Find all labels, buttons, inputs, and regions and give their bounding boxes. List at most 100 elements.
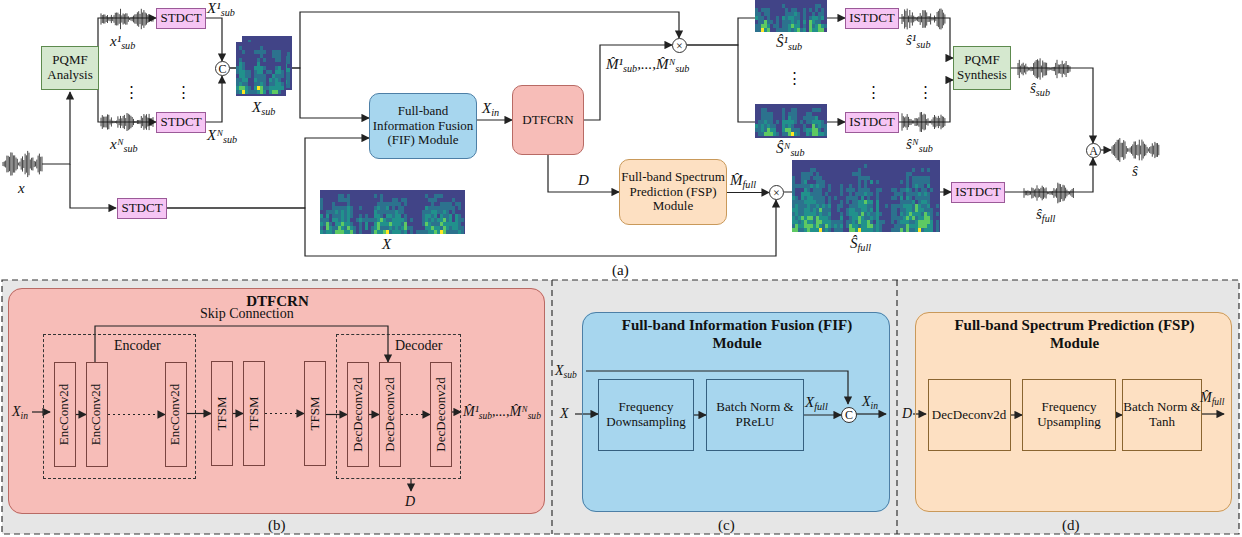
spectrogram-cell xyxy=(794,20,797,24)
spectrogram-cell xyxy=(332,230,335,234)
spectrogram-cell xyxy=(801,204,804,208)
spectrogram-cell xyxy=(867,196,870,200)
caption-label: (a) xyxy=(612,262,629,278)
spectrogram-cell xyxy=(912,168,915,172)
spectrogram-cell xyxy=(791,8,794,12)
spectrogram-cell xyxy=(797,24,800,28)
node-label: × xyxy=(676,40,683,52)
spectrogram-cell xyxy=(785,20,788,24)
edge-label: M̂¹sub,...,M̂ᴺsub xyxy=(606,56,689,72)
spectrogram-cell xyxy=(819,200,822,204)
spectrogram-cell xyxy=(864,228,867,232)
spectrogram-cell xyxy=(795,204,798,208)
spectrogram-cell xyxy=(407,226,410,230)
connector xyxy=(369,414,379,415)
spectrogram-cell xyxy=(791,24,794,28)
spectrogram-cell xyxy=(434,214,437,218)
spectrogram-cell xyxy=(272,82,275,86)
spectrogram-cell xyxy=(822,220,825,224)
spectrogram-cell xyxy=(900,216,903,220)
spectrogram-cell xyxy=(797,132,800,136)
spectrogram-cell xyxy=(870,180,873,184)
process-box: PQMF Analysis xyxy=(41,46,99,90)
process-box: Batch Norm & Tanh xyxy=(1122,379,1202,451)
process-box: STDCT xyxy=(117,198,167,219)
spectrogram-cell xyxy=(401,218,404,222)
spectrogram-cell xyxy=(401,226,404,230)
spectrogram-cell xyxy=(782,128,785,132)
spectrogram-cell xyxy=(320,202,323,206)
math-label: Ŝfull xyxy=(850,235,871,251)
spectrogram-cell xyxy=(377,218,380,222)
spectrogram-cell xyxy=(840,220,843,224)
spectrogram-cell xyxy=(900,228,903,232)
spectrogram-cell xyxy=(909,172,912,176)
node-label: ISTDCT xyxy=(955,185,1001,200)
spectrogram-cell xyxy=(443,218,446,222)
spectrogram-cell xyxy=(825,224,828,228)
spectrogram-cell xyxy=(792,220,795,224)
spectrogram-cell xyxy=(801,200,804,204)
spectrogram-cell xyxy=(870,200,873,204)
spectrogram-cell xyxy=(825,212,828,216)
spectrogram-cell xyxy=(927,168,930,172)
spectrogram-cell xyxy=(287,72,290,76)
process-box: ISTDCT xyxy=(951,182,1005,203)
spectrogram-cell xyxy=(347,210,350,214)
spectrogram-cell xyxy=(825,204,828,208)
spectrogram-cell xyxy=(864,200,867,204)
spectrogram-cell xyxy=(389,218,392,222)
spectrogram xyxy=(320,190,465,234)
spectrogram-cell xyxy=(338,214,341,218)
spectrogram-cell xyxy=(461,230,464,234)
spectrogram-cell xyxy=(876,220,879,224)
spectrogram-cell xyxy=(921,224,924,228)
spectrogram-cell xyxy=(425,206,428,210)
spectrogram-cell xyxy=(416,230,419,234)
node-label: STDCT xyxy=(160,115,201,130)
spectrogram-cell xyxy=(852,212,855,216)
spectrogram-cell xyxy=(767,28,770,32)
spectrogram-cell xyxy=(858,228,861,232)
spectrogram-cell xyxy=(837,228,840,232)
spectrogram-cell xyxy=(801,216,804,220)
spectrogram-cell xyxy=(398,206,401,210)
spectrogram-cell xyxy=(852,204,855,208)
spectrogram-cell xyxy=(794,8,797,12)
spectrogram-cell xyxy=(822,180,825,184)
spectrogram-cell xyxy=(251,90,254,94)
spectrogram-cell xyxy=(803,116,806,120)
spectrogram-cell xyxy=(452,222,455,226)
spectrogram-cell xyxy=(257,86,260,90)
spectrogram-cell xyxy=(347,230,350,234)
spectrogram-cell xyxy=(374,218,377,222)
spectrogram-cell xyxy=(921,228,924,232)
spectrogram-cell xyxy=(798,184,801,188)
spectrogram-cell xyxy=(809,116,812,120)
spectrogram-cell xyxy=(918,204,921,208)
spectrogram-cell xyxy=(891,220,894,224)
spectrogram-cell xyxy=(828,188,831,192)
spectrogram-cell xyxy=(794,112,797,116)
connector xyxy=(230,68,369,118)
spectrogram-cell xyxy=(813,212,816,216)
spectrogram-cell xyxy=(918,228,921,232)
spectrogram-cell xyxy=(437,218,440,222)
node-label: Batch Norm & PReLU xyxy=(707,400,803,430)
connector xyxy=(477,119,512,120)
spectrogram-cell xyxy=(918,212,921,216)
spectrogram-cell xyxy=(425,214,428,218)
spectrogram-cell xyxy=(879,212,882,216)
spectrogram-cell xyxy=(852,228,855,232)
spectrogram-cell xyxy=(849,220,852,224)
spectrogram-cell xyxy=(776,132,779,136)
spectrogram-cell xyxy=(788,132,791,136)
spectrogram-cell xyxy=(816,200,819,204)
node-label: C xyxy=(845,409,853,421)
spectrogram-cell xyxy=(927,176,930,180)
spectrogram-cell xyxy=(449,222,452,226)
spectrogram-cell xyxy=(335,206,338,210)
spectrogram-cell xyxy=(876,180,879,184)
spectrogram-cell xyxy=(257,82,260,86)
